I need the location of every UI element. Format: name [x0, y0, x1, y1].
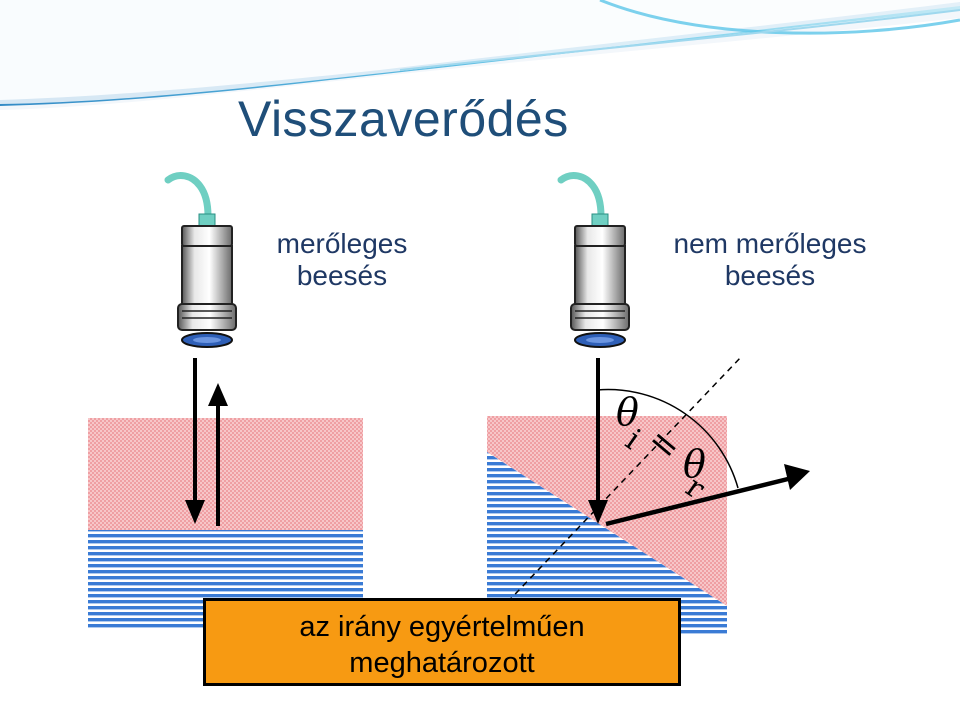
- conclusion-line1: az irány egyértelműen: [299, 611, 585, 643]
- incident-arrow-left: [185, 358, 205, 524]
- ultrasound-probe-left: [164, 171, 237, 348]
- page-title: Visszaverődés: [238, 91, 569, 147]
- oblique-incidence-diagram: θ i = θ r: [487, 171, 810, 636]
- reflected-arrow-right: [605, 464, 810, 527]
- conclusion-box: az irány egyértelműen meghatározott: [203, 598, 681, 686]
- conclusion-line2: meghatározott: [349, 647, 535, 679]
- reflected-arrow-left: [208, 383, 228, 526]
- bottom-medium-right: [487, 452, 727, 636]
- incident-arrow-right: [588, 358, 608, 524]
- normal-line: [499, 355, 743, 611]
- theta-r-symbol: θ: [683, 442, 706, 486]
- header-decoration: [0, 0, 960, 110]
- top-medium-right: [487, 416, 727, 606]
- theta-i-symbol: θ: [616, 390, 639, 434]
- normal-incidence-label-line1: merőleges: [276, 228, 408, 259]
- angle-arc: [596, 388, 739, 489]
- oblique-incidence-label: nem merőleges beesés: [640, 228, 900, 292]
- ultrasound-probe-right: [557, 171, 630, 348]
- oblique-incidence-label-line1: nem merőleges: [673, 228, 867, 259]
- normal-incidence-label-line2: beesés: [296, 260, 388, 291]
- normal-incidence-label: merőleges beesés: [262, 228, 422, 292]
- oblique-incidence-label-line2: beesés: [724, 260, 816, 291]
- top-medium-left: [88, 418, 363, 530]
